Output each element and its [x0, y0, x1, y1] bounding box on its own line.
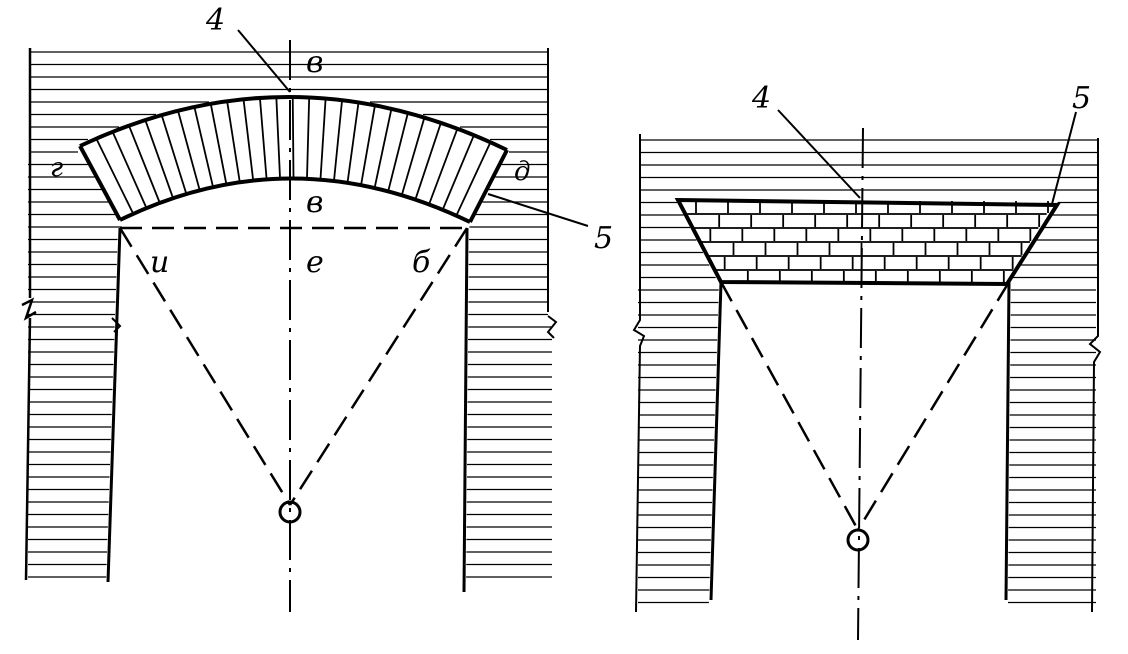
right-label-4-top: 4 — [751, 81, 771, 116]
left-wall-brick-courses — [28, 51, 552, 578]
label-4-top: 4 — [205, 3, 225, 38]
right-fig-center-point-marker — [846, 528, 870, 552]
right-fig-right-jamb-edge — [1004, 281, 1011, 601]
voussoir-joint — [177, 110, 201, 191]
label-span-center: е — [306, 245, 324, 280]
voussoir-joint — [193, 106, 214, 188]
voussoir-joint — [428, 128, 459, 205]
voussoir-joint — [259, 97, 268, 180]
voussoir-joint — [291, 96, 295, 179]
voussoir-joint — [414, 122, 442, 200]
voussoir-joint — [346, 102, 360, 183]
arch-intrados — [119, 176, 471, 224]
right-wall-break-mark — [546, 315, 558, 339]
voussoir-joint — [144, 119, 174, 199]
voussoir-joint — [319, 98, 327, 180]
voussoir-joint — [373, 108, 393, 189]
voussoir-joint — [306, 97, 311, 179]
right-fig-left-radius — [719, 281, 860, 531]
right-fig-right-outer-edge — [1088, 138, 1102, 613]
label-span-left: и — [150, 245, 169, 280]
right-fig-right-radius — [856, 281, 1011, 531]
voussoir-joint — [333, 100, 343, 182]
right-radius-line — [288, 227, 469, 506]
right-fig-left-jamb-edge — [709, 281, 723, 601]
voussoir-joint — [95, 138, 135, 215]
callout-4-leader — [237, 29, 291, 93]
voussoir-joint — [455, 141, 492, 217]
arch-right-skewback — [468, 149, 509, 223]
right-fig-center-axis — [857, 127, 864, 641]
label-left-springer: г — [50, 153, 63, 183]
right-label-5-top: 5 — [1072, 81, 1091, 116]
arch-extrados — [79, 95, 508, 152]
lintel-brick-pattern — [687, 201, 1049, 283]
arch-left-skewback — [78, 145, 122, 221]
right-callout-4-leader — [777, 109, 861, 199]
voussoir-joint — [387, 112, 409, 192]
left-radius-line — [118, 227, 292, 506]
voussoir-joint — [160, 114, 188, 195]
left-jamb-inner-edge — [106, 227, 122, 583]
label-right-springer: д — [514, 157, 530, 187]
voussoir-joint — [209, 103, 228, 185]
arch-voussoir-joints — [95, 96, 492, 217]
left-wall-outer-edge — [21, 48, 37, 581]
label-crown-outer: в — [306, 45, 323, 80]
left-arch-figure: 4 в в г д 5 и е б — [21, 3, 613, 612]
voussoir-joint — [441, 134, 475, 211]
right-flat-lintel-figure: 4 5 — [632, 81, 1102, 641]
right-wall-brick-courses — [638, 139, 1098, 604]
voussoir-joint — [275, 97, 281, 179]
callout-5-leader — [487, 193, 589, 227]
left-jamb-break-mark — [111, 317, 122, 333]
voussoir-joint — [400, 117, 426, 196]
voussoir-joint — [226, 101, 241, 183]
label-5-side: 5 — [594, 221, 613, 256]
voussoir-joint — [242, 99, 255, 181]
voussoir-joint — [360, 105, 376, 186]
arch-center-point-marker — [278, 500, 302, 524]
voussoir-joint — [111, 131, 148, 209]
label-crown-inner: в — [306, 185, 323, 220]
right-jamb-inner-edge — [462, 227, 469, 593]
right-fig-left-outer-edge — [632, 134, 646, 613]
label-span-right: б — [412, 245, 431, 280]
voussoir-joint — [128, 125, 161, 204]
right-callout-5-leader — [1051, 111, 1077, 205]
